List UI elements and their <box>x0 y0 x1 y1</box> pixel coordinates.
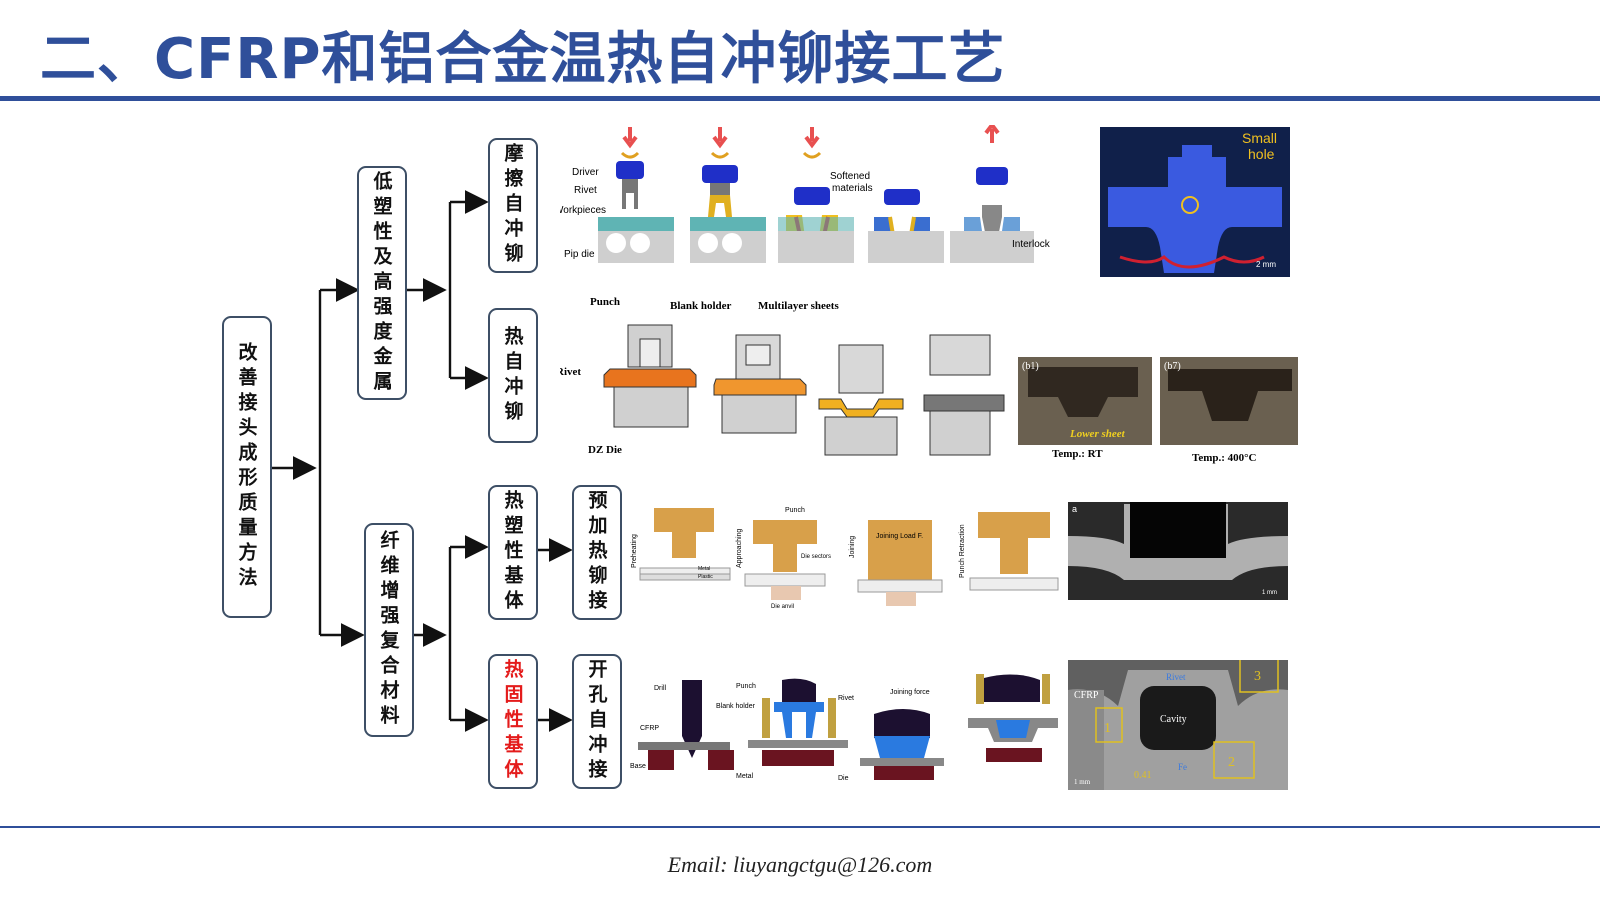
p1-workpieces-label: Workpieces <box>560 205 606 216</box>
footer-divider <box>0 826 1600 828</box>
p4-n3-label: 3 <box>1254 669 1261 684</box>
p3-joining-label: Joining <box>849 536 856 558</box>
branch-metal-label: 低塑性及高强度金属 <box>370 170 393 396</box>
p1-interlock-label: Interlock <box>1012 239 1051 250</box>
p3-dieanvil-label: Die anvil <box>771 604 794 610</box>
p4-n2-label: 2 <box>1228 755 1235 770</box>
p4-punch-label: Punch <box>736 683 756 690</box>
contact-email: Email: liuyangctgu@126.com <box>667 852 933 877</box>
leaf-thermoset-box: 热固性基体 <box>488 654 538 789</box>
p4-rivetphoto-label: Rivet <box>1166 672 1186 682</box>
p3-diesectors-label: Die sectors <box>801 554 831 560</box>
p2-temp400-label: Temp.: 400°C <box>1192 452 1257 464</box>
p4-base-label: Base <box>630 763 646 770</box>
leaf-thermoplastic-label: 热塑性基体 <box>501 490 524 615</box>
p2-temprt-label: Temp.: RT <box>1052 448 1103 460</box>
preheat-riveting-figure: Preheating Metal Plastic Approaching Pun… <box>631 502 1288 610</box>
root-method-label: 改善接头成形质量方法 <box>235 342 258 592</box>
p2-rivet-label: Rivet <box>560 366 581 378</box>
p4-cfrp-label: CFRP <box>640 725 659 732</box>
p3-metal-label: Metal <box>698 566 710 572</box>
friction-spr-figure: Driver Rivet Workpieces Pip die Softened… <box>560 125 1290 277</box>
method-preheat-box: 预加热铆接 <box>572 485 622 620</box>
hot-spr-figure: Punch Blank holder Multilayer sheets Riv… <box>560 296 1298 464</box>
p4-n1-label: 1 <box>1104 721 1111 736</box>
p3-joiningload-label: Joining Load F. <box>876 533 923 540</box>
p4-drill-label: Drill <box>654 685 666 692</box>
p4-die-label: Die <box>838 775 849 782</box>
p1-hole-label: hole <box>1248 146 1275 162</box>
title-divider <box>0 96 1600 101</box>
leaf-thermoset-label: 热固性基体 <box>501 659 524 784</box>
method-drill-box: 开孔自冲接 <box>572 654 622 789</box>
p4-scale-label: 1 mm <box>1074 778 1091 786</box>
p3-approaching-label: Approaching <box>736 529 743 568</box>
p1-pipdie-label: Pip die <box>564 249 595 260</box>
p3-retraction-label: Punch Retraction <box>959 524 966 578</box>
p4-metal-label: Metal <box>736 773 754 780</box>
p4-blankholder-label: Blank holder <box>716 703 756 710</box>
p2-b7-label: (b7) <box>1164 361 1181 372</box>
p2-dzdie-label: DZ Die <box>588 444 622 456</box>
p1-softened-label: Softened <box>830 171 870 182</box>
p2-multilayer-label: Multilayer sheets <box>758 300 839 312</box>
p1-small-label: Small <box>1242 130 1277 146</box>
p4-rivet-label: Rivet <box>838 695 854 702</box>
leaf-thermoplastic-box: 热塑性基体 <box>488 485 538 620</box>
leaf-hot-label: 热自冲铆 <box>501 325 524 426</box>
leaf-hot-box: 热自冲铆 <box>488 308 538 443</box>
branch-metal-box: 低塑性及高强度金属 <box>357 166 407 400</box>
method-preheat-label: 预加热铆接 <box>585 490 608 615</box>
p4-dim-label: 0.41 <box>1134 770 1152 781</box>
branch-composite-label: 纤维增强复合材料 <box>377 530 400 730</box>
p2-punch-label: Punch <box>590 296 620 308</box>
slide-title: 二、CFRP和铝合金温热自冲铆接工艺 <box>40 27 1006 92</box>
p3-photo-label: a <box>1072 504 1077 514</box>
p4-cavity-label: Cavity <box>1160 714 1187 725</box>
p1-scale-label: 2 mm <box>1256 260 1276 269</box>
p1-materials-label: materials <box>832 183 873 194</box>
p2-lowersheet-label: Lower sheet <box>1069 428 1126 440</box>
p4-joiningforce-label: Joining force <box>890 689 930 696</box>
drill-riveting-figure: Drill CFRP Base Punch Blank holder Rivet… <box>630 660 1288 790</box>
p4-photocfrp-label: CFRP <box>1074 690 1099 701</box>
leaf-friction-box: 摩擦自冲铆 <box>488 138 538 273</box>
p3-punch-label: Punch <box>785 507 805 514</box>
p2-blankholder-label: Blank holder <box>670 300 732 312</box>
p2-b1-label: (b1) <box>1022 361 1039 372</box>
root-method-box: 改善接头成形质量方法 <box>222 316 272 618</box>
p3-scale-label: 1 mm <box>1262 590 1277 596</box>
branch-composite-box: 纤维增强复合材料 <box>364 523 414 737</box>
p1-rivet-label: Rivet <box>574 185 597 196</box>
p4-fe-label: Fe <box>1178 762 1187 772</box>
p3-preheating-label: Preheating <box>631 534 638 568</box>
leaf-friction-label: 摩擦自冲铆 <box>501 143 524 268</box>
p3-plastic-label: Plastic <box>698 574 713 580</box>
method-drill-label: 开孔自冲接 <box>585 659 608 784</box>
p1-driver-label: Driver <box>572 167 599 178</box>
